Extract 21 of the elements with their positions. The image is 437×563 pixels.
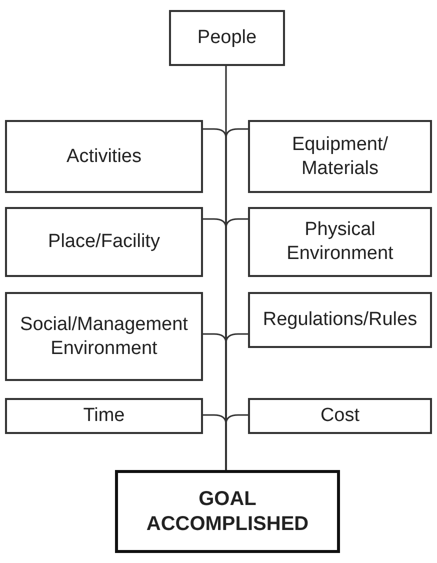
box-label: GOAL ACCOMPLISHED [145, 486, 310, 536]
box-label: Activities [66, 144, 142, 168]
factor-box [5, 207, 203, 277]
factor-box [5, 120, 203, 193]
factor-box [248, 207, 432, 277]
box-label: Social/Management Environment [19, 312, 189, 360]
goal-box [115, 470, 340, 553]
box-label: Regulations/Rules [262, 308, 418, 332]
factor-box [248, 120, 432, 193]
connector-line [225, 414, 248, 470]
factor-box [5, 292, 203, 381]
box-label: People [197, 26, 257, 50]
box-label: Time [83, 404, 125, 428]
box-label: Place/Facility [48, 230, 160, 254]
box-label: Equipment/ Materials [290, 132, 390, 180]
box-label: Cost [320, 404, 360, 428]
factor-box [5, 398, 203, 434]
factor-box [248, 398, 432, 434]
factor-box [169, 10, 285, 66]
box-label: Physical Environment [286, 218, 394, 266]
factor-box [248, 292, 432, 348]
